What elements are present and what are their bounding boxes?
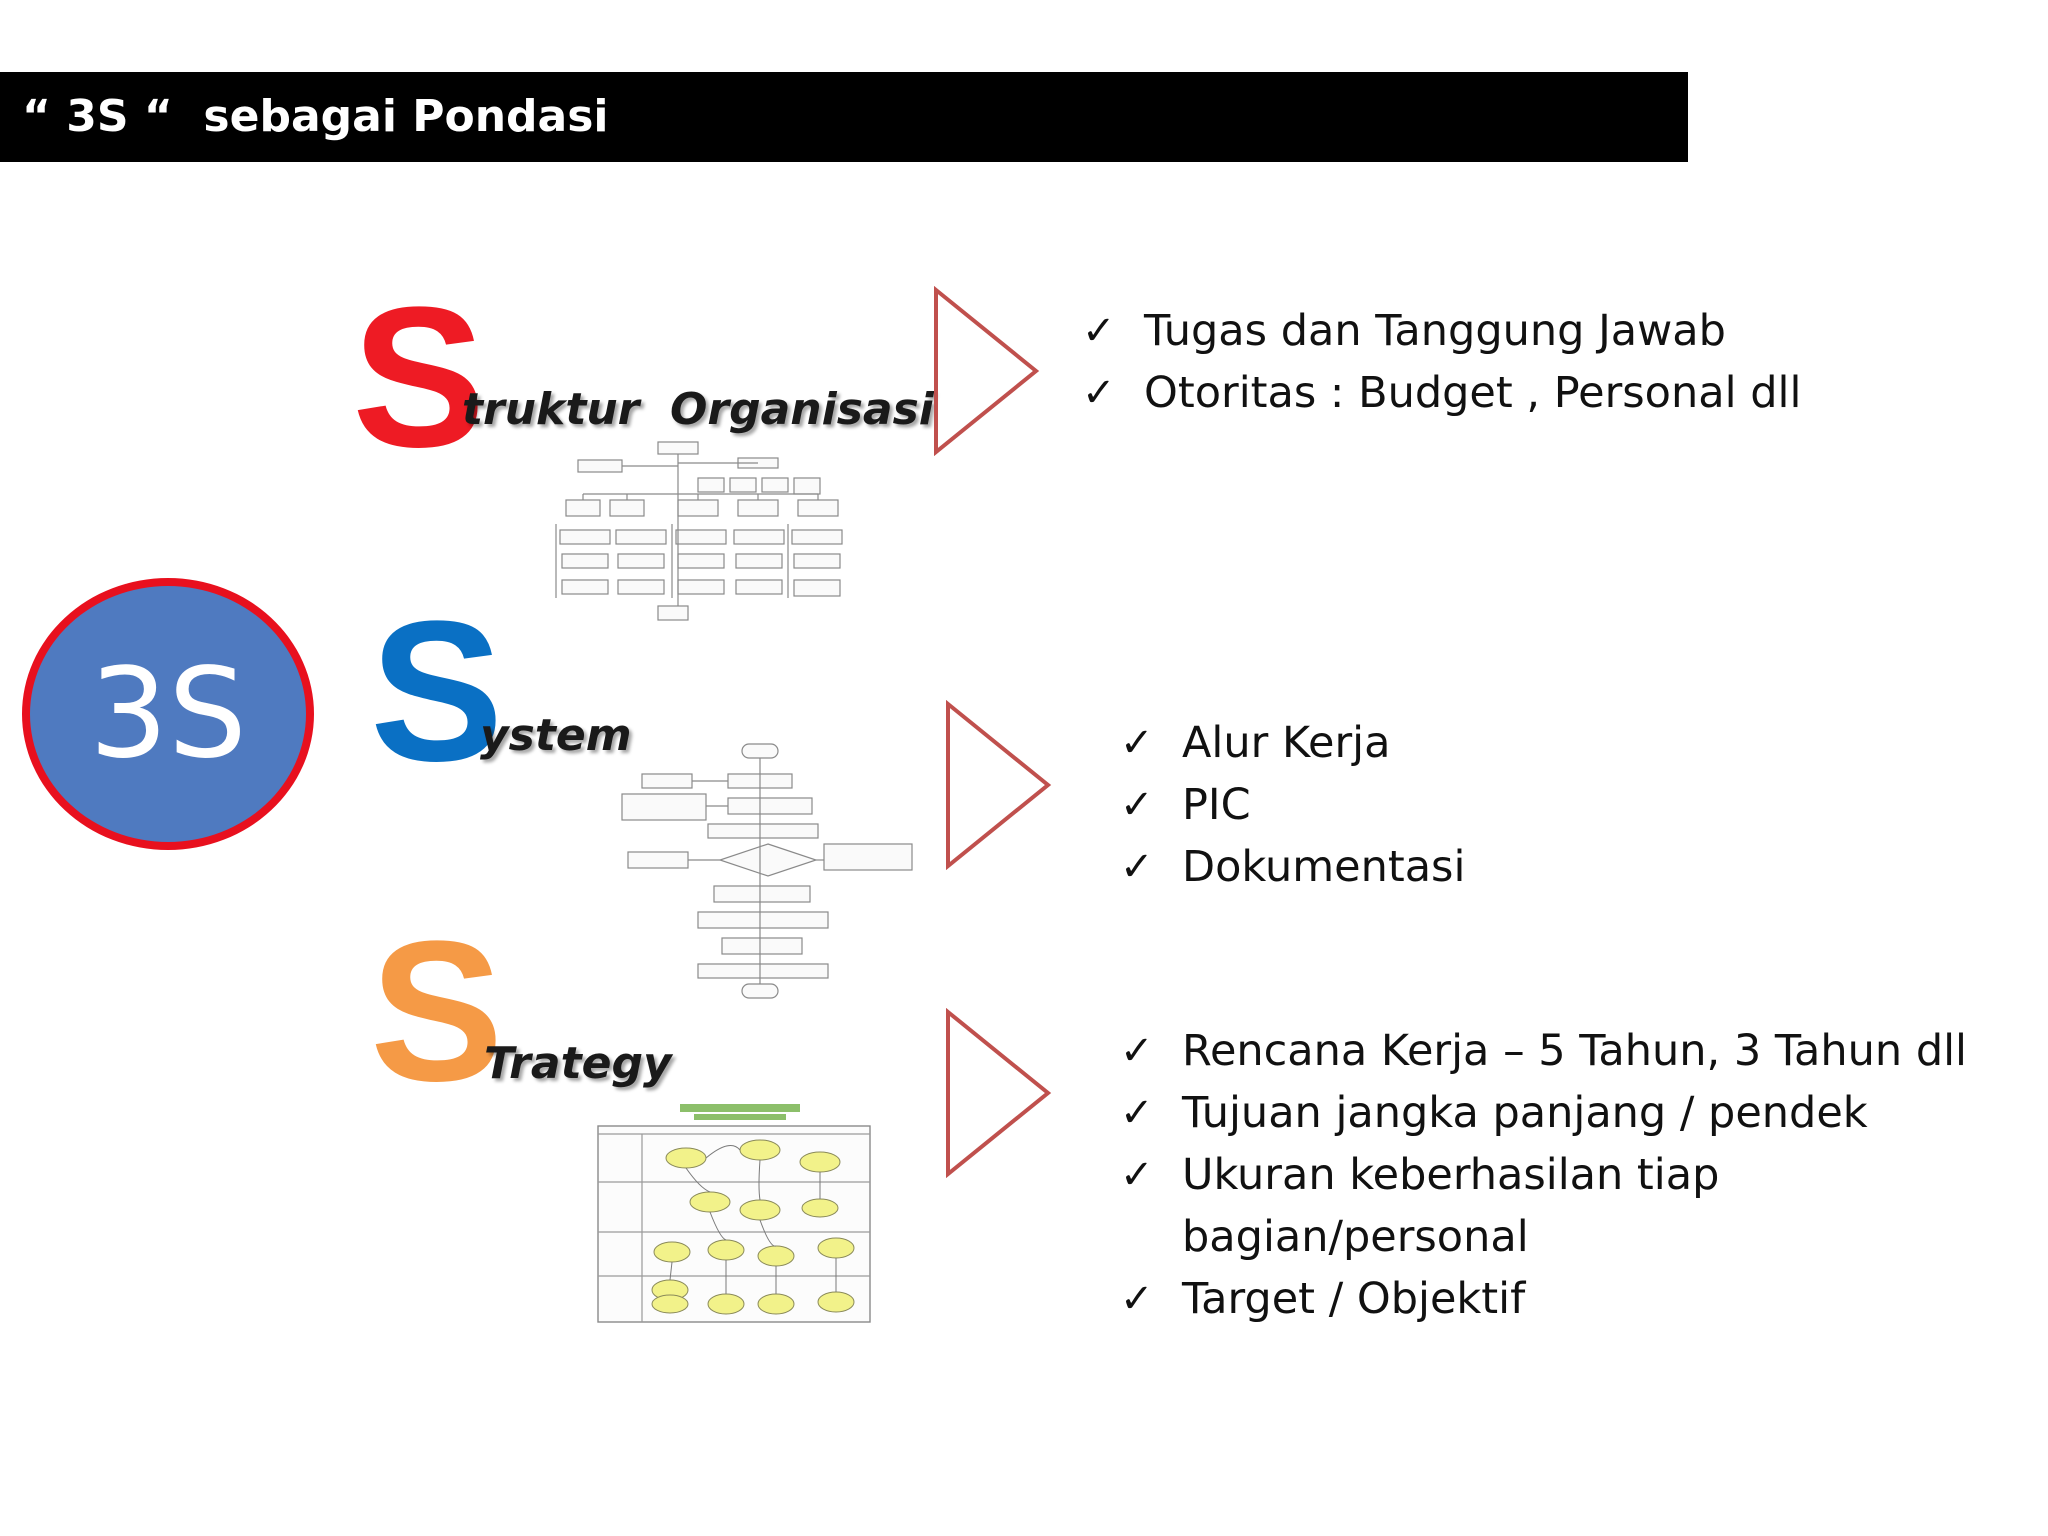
strategy-map-thumbnail [597, 1104, 871, 1323]
check-icon: ✓ [1120, 844, 1154, 890]
3s-badge: 3S [22, 578, 314, 850]
letter-system: S [370, 580, 504, 803]
check-icon: ✓ [1120, 1090, 1154, 1136]
check-icon: ✓ [1082, 308, 1116, 354]
bullet-item: ✓Otoritas : Budget , Personal dll [1082, 362, 1801, 424]
flowchart-thumbnail [621, 743, 913, 999]
arrow-system [946, 700, 1052, 870]
bullet-item: ✓Ukuran keberhasilan tiap bagian/persona… [1120, 1144, 1742, 1268]
word-struktur-organisasi: truktur Organisasi [462, 384, 934, 435]
check-icon: ✓ [1120, 1028, 1154, 1074]
bullet-item: ✓Tujuan jangka panjang / pendek [1120, 1082, 1980, 1144]
bullet-item: ✓Target / Objektif [1120, 1268, 1980, 1330]
bullet-item: ✓PIC [1120, 774, 1465, 836]
title-bar: “ 3S “ sebagai Pondasi [0, 72, 1688, 162]
word-system: ystem [480, 710, 632, 761]
badge-label: 3S [89, 642, 247, 786]
bullets-struktur: ✓Tugas dan Tanggung Jawab ✓Otoritas : Bu… [1082, 300, 1801, 424]
bullet-item: ✓Tugas dan Tanggung Jawab [1082, 300, 1801, 362]
bullet-item: ✓Rencana Kerja – 5 Tahun, 3 Tahun dll [1120, 1020, 1980, 1082]
check-icon: ✓ [1082, 370, 1116, 416]
bullet-item: ✓Alur Kerja [1120, 712, 1465, 774]
letter-strategy: S [370, 900, 504, 1123]
slide-title: “ 3S “ sebagai Pondasi [22, 91, 609, 142]
check-icon: ✓ [1120, 1276, 1154, 1322]
org-chart-thumbnail [555, 441, 843, 621]
word-strategy: Trategy [484, 1038, 672, 1089]
letter-struktur: S [352, 266, 486, 489]
check-icon: ✓ [1120, 720, 1154, 766]
bullets-system: ✓Alur Kerja ✓PIC ✓Dokumentasi [1120, 712, 1465, 898]
check-icon: ✓ [1120, 1152, 1154, 1198]
arrow-strategy [946, 1008, 1052, 1178]
bullets-strategy: ✓Rencana Kerja – 5 Tahun, 3 Tahun dll ✓T… [1120, 1020, 1980, 1330]
arrow-struktur [934, 286, 1040, 456]
bullet-item: ✓Dokumentasi [1120, 836, 1465, 898]
check-icon: ✓ [1120, 782, 1154, 828]
